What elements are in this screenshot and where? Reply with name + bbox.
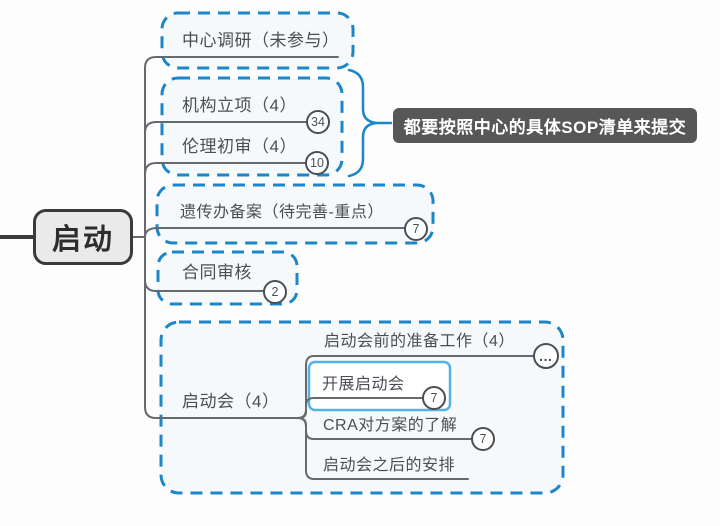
topic-cra-protocol[interactable]: CRA对方案的了解 xyxy=(323,417,458,434)
branch-kickoff-after xyxy=(297,417,469,480)
callout-sop-note[interactable]: 都要按照中心的具体SOP清单来提交 xyxy=(393,108,697,143)
badge-cra-protocol-count[interactable]: 7 xyxy=(471,427,495,451)
root-topic[interactable]: 启动 xyxy=(33,209,133,265)
topic-genetics-filing[interactable]: 遗传办备案（待完善-重点） xyxy=(180,204,384,221)
brace-callout-connector xyxy=(347,68,393,178)
branch-kickoff-meeting xyxy=(144,236,299,419)
badge-org-approval-count[interactable]: 34 xyxy=(306,110,330,134)
badge-contract-review-count[interactable]: 2 xyxy=(263,280,287,304)
topic-ethics-review[interactable]: 伦理初审（4） xyxy=(182,137,297,156)
root-topic-label: 启动 xyxy=(51,224,114,256)
callout-sop-note-text: 都要按照中心的具体SOP清单来提交 xyxy=(403,118,687,137)
boundary-center-survey[interactable] xyxy=(160,11,355,70)
branch-genetics-filing xyxy=(144,227,406,238)
topic-kickoff-conduct[interactable]: 开展启动会 xyxy=(322,376,405,393)
boundary-approval-ethics[interactable] xyxy=(160,76,344,177)
badge-ethics-review-count[interactable]: 10 xyxy=(305,151,329,175)
topic-kickoff-prep[interactable]: 启动会前的准备工作（4） xyxy=(324,333,515,350)
topic-org-approval[interactable]: 机构立项（4） xyxy=(182,96,297,115)
topic-contract-review[interactable]: 合同审核 xyxy=(182,263,252,282)
topic-kickoff-meeting[interactable]: 启动会（4） xyxy=(182,392,280,411)
branch-ethics-review xyxy=(144,162,307,238)
badge-genetics-filing-count[interactable]: 7 xyxy=(404,217,428,241)
badge-kickoff-conduct-count[interactable]: 7 xyxy=(422,386,446,410)
topic-center-survey[interactable]: 中心调研（未参与） xyxy=(182,31,340,50)
badge-kickoff-prep-collapsed[interactable]: … xyxy=(533,343,559,369)
branch-org-approval xyxy=(144,121,308,238)
branch-center-survey xyxy=(144,56,339,238)
topic-kickoff-after[interactable]: 启动会之后的安排 xyxy=(323,457,456,474)
branch-kickoff-conduct xyxy=(297,397,424,419)
